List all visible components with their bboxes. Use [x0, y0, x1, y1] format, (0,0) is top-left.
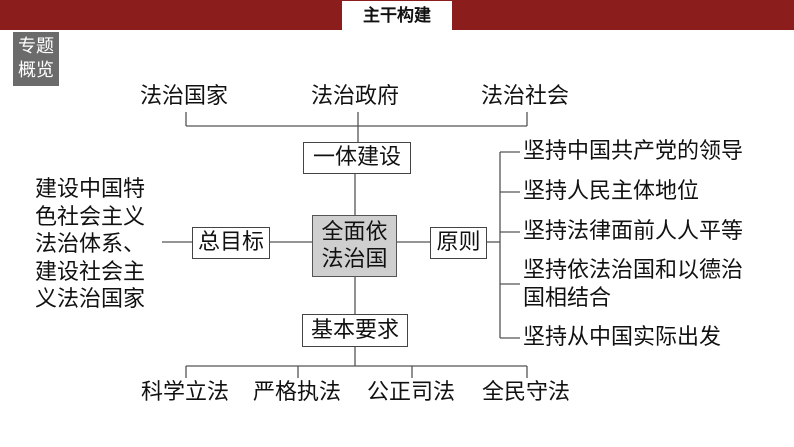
goal-line: 色社会主义: [35, 204, 146, 230]
principle-item: 坚持中国共产党的领导: [523, 139, 744, 164]
topic-overview-badge: 专题 概览: [13, 32, 59, 86]
bottom-item-law-enforcement: 严格执法: [253, 380, 342, 405]
core-line-1: 全面依: [321, 220, 388, 245]
principle-item: 坚持依法治国和以德治: [523, 258, 744, 283]
goal-line: 法治体系、: [35, 232, 146, 257]
basic-requirements-box: 基本要求: [302, 314, 408, 347]
bottom-item-judiciary: 公正司法: [367, 380, 456, 405]
principle-item-continuation: 国相结合: [523, 286, 612, 311]
header-bar-left: [0, 0, 342, 30]
top-item-rule-of-law-government: 法治政府: [311, 84, 400, 109]
principle-item: 坚持从中国实际出发: [523, 325, 722, 350]
principles-box: 原则: [430, 227, 487, 259]
core-line-2: 法治国: [321, 247, 388, 272]
top-item-rule-of-law-society: 法治社会: [481, 84, 570, 109]
header-tab-title: 主干构建: [342, 0, 452, 31]
badge-line-2: 概览: [18, 60, 54, 81]
goal-line: 义法治国家: [35, 287, 146, 312]
top-item-rule-of-law-country: 法治国家: [140, 84, 229, 109]
core-concept-box: 全面依 法治国: [312, 215, 397, 277]
integrated-construction-box: 一体建设: [303, 142, 411, 174]
goal-line: 建设中国特: [35, 177, 146, 202]
header-bar: 主干构建: [0, 0, 794, 31]
principle-item: 坚持人民主体地位: [523, 179, 700, 204]
goal-line: 建设社会主: [35, 259, 146, 285]
bottom-item-legislation: 科学立法: [141, 380, 230, 405]
overall-goal-text: 建设中国特 色社会主义 法治体系、 建设社会主 义法治国家: [35, 176, 145, 314]
principle-item: 坚持法律面前人人平等: [523, 219, 744, 244]
header-bar-right: [452, 0, 794, 30]
badge-line-1: 专题: [18, 36, 54, 57]
bottom-item-law-abiding: 全民守法: [482, 380, 571, 405]
overall-goal-box: 总目标: [192, 227, 270, 259]
